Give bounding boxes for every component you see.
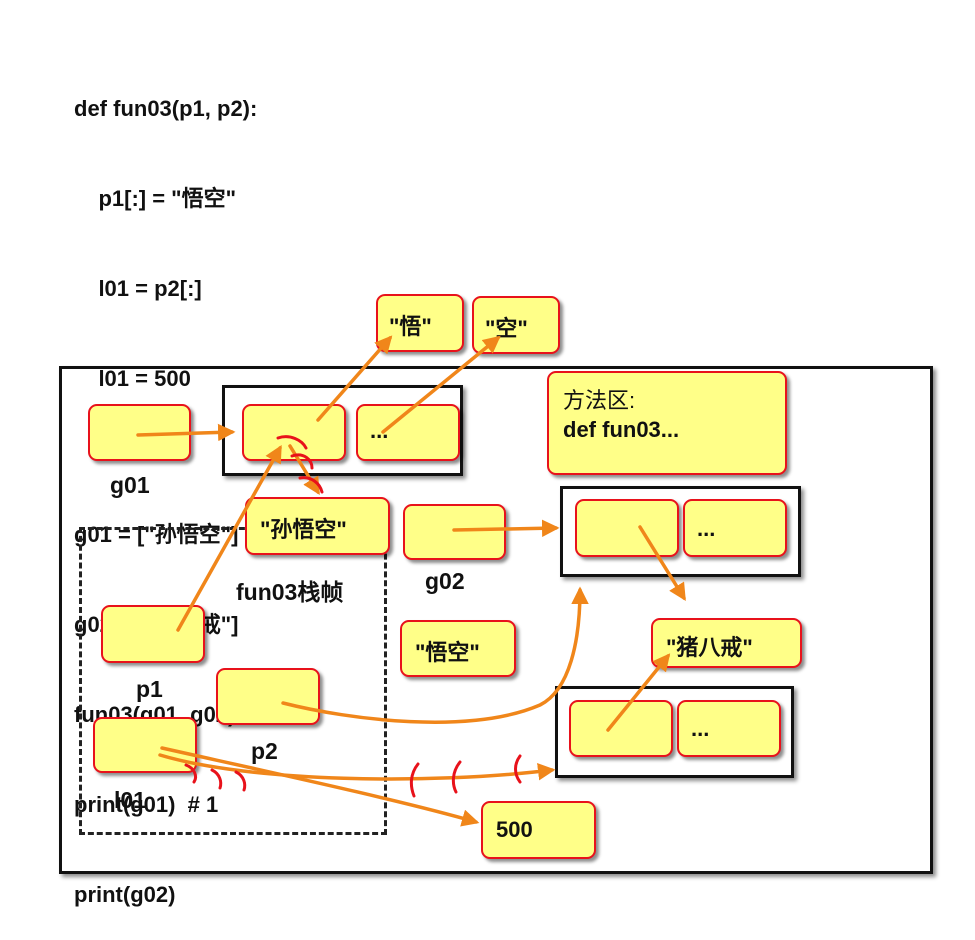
code-line: l01 = p2[:] (74, 276, 202, 301)
var-g01-cell (88, 404, 191, 461)
list-g01-item-1: ... (356, 404, 460, 461)
ellipsis-text: ... (370, 418, 389, 443)
ellipsis-text: ... (697, 516, 716, 541)
ellipsis-text: ... (691, 716, 710, 741)
code-line: print(g02) (74, 882, 176, 907)
list-g01-item-0 (242, 404, 346, 461)
str-zhubajie: "猪八戒" (651, 618, 802, 668)
method-area-content: def fun03... (563, 417, 680, 442)
var-g01-label: g01 (110, 472, 150, 498)
list-l01-item-1: ... (677, 700, 781, 757)
var-l01-label: l01 (114, 787, 146, 813)
stack-frame-label: fun03栈帧 (236, 579, 344, 605)
code-line: p1[:] = "悟空" (74, 186, 237, 211)
str-kong: "空" (472, 296, 560, 354)
var-p1-label: p1 (136, 676, 163, 702)
var-p2-label: p2 (251, 738, 278, 764)
list-g02-item-1: ... (683, 499, 787, 557)
var-g02-cell (403, 504, 506, 560)
list-l01-frame (555, 686, 794, 778)
method-area-title: 方法区: (563, 388, 636, 413)
list-g02-item-0 (575, 499, 679, 557)
var-g02-label: g02 (425, 568, 465, 594)
var-p1-cell (101, 605, 205, 663)
var-p2-cell (216, 668, 320, 725)
list-l01-item-0 (569, 700, 673, 757)
int-500: 500 (481, 801, 596, 859)
code-line: def fun03(p1, p2): (74, 96, 258, 121)
var-l01-cell (93, 717, 197, 773)
code-line: l01 = 500 (74, 366, 191, 391)
str-wukong: "悟空" (400, 620, 516, 677)
str-sunwukong: "孙悟空" (245, 497, 390, 555)
str-wu: "悟" (376, 294, 464, 352)
method-area: 方法区: def fun03... (547, 371, 787, 475)
